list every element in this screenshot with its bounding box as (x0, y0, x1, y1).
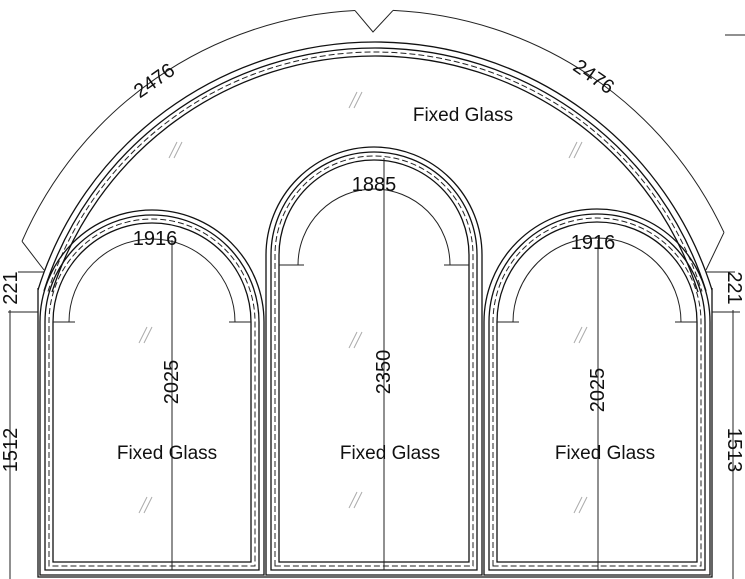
glass-hatch-icon (143, 496, 153, 514)
arch-dimension-arc (68, 238, 236, 323)
glass-hatch-icon (578, 326, 588, 344)
glass-hatch-icon (348, 331, 358, 349)
dimension-lines (8, 9, 745, 579)
outer-arch-line (47, 51, 703, 292)
sub-window-frame-line (488, 213, 706, 571)
outer-arch-line (51, 55, 699, 293)
outer-frame (37, 288, 713, 578)
glass-hatch-icon (573, 326, 583, 344)
dim-offset-right: 221 (723, 271, 745, 304)
glass-hatch-icon (143, 326, 153, 344)
sub-window-frame-line (278, 159, 470, 563)
dim-arc-right: 2476 (569, 55, 618, 99)
sub-window-frame-line (496, 221, 698, 563)
glass-hatch-icon (353, 331, 363, 349)
sub-window-frame-line (39, 209, 265, 576)
sub-window-frame-line (265, 146, 483, 576)
label-left-fixed-glass: Fixed Glass (117, 443, 217, 464)
glass-hatch-icon (573, 496, 583, 514)
arc-extension-left (21, 241, 45, 271)
arch-dimension-arc (512, 237, 682, 323)
arc-dimension-left (21, 10, 356, 242)
glass-hatch-icon (353, 91, 363, 109)
glass-hatch-icon (138, 326, 148, 344)
sub-window-frame-line (492, 217, 702, 567)
arc-dimension-right (392, 9, 725, 233)
outer-arch-line (43, 47, 707, 292)
dim-arch-left: 1916 (133, 228, 178, 250)
glass-hatch-icon (573, 141, 583, 159)
dim-arc-left: 2476 (130, 59, 179, 103)
glass-hatch-icon (348, 491, 358, 509)
arc-extension-right (705, 232, 725, 271)
dim-height-right: 1513 (723, 428, 745, 473)
glass-hatch-icon (173, 141, 183, 159)
glass-hatch-icon (353, 491, 363, 509)
glass-hatch-icon (578, 496, 588, 514)
dim-arch-middle: 1885 (352, 174, 397, 196)
label-middle-fixed-glass: Fixed Glass (340, 443, 440, 464)
sub-window-frame-line (270, 151, 478, 571)
dim-pane-left: 2025 (161, 360, 183, 405)
label-right-fixed-glass: Fixed Glass (555, 443, 655, 464)
outer-arch-line (37, 41, 713, 291)
arc-dimension-apex (354, 10, 394, 33)
dim-arch-right: 1916 (571, 232, 616, 254)
glass-hatch-icon (348, 91, 358, 109)
dim-height-left: 1512 (0, 428, 22, 473)
dim-offset-left: 221 (0, 271, 22, 304)
glass-hatch-icon (568, 141, 578, 159)
dim-pane-right: 2025 (587, 368, 609, 413)
label-top-fixed-glass: Fixed Glass (413, 105, 513, 126)
glass-hatch-icon (138, 496, 148, 514)
sub-window-frame-line (44, 214, 260, 571)
glass-hatch-icon (168, 141, 178, 159)
arch-dimension-arc (297, 188, 451, 266)
sub-window-frame-line (48, 218, 256, 567)
sub-window-frame-line (483, 208, 711, 576)
dim-pane-middle: 2350 (373, 350, 395, 395)
sub-window-frame-line (274, 155, 474, 567)
glass-hatch-marks (138, 91, 588, 514)
sub-window-frame-line (52, 222, 252, 563)
window-frames (37, 41, 713, 578)
